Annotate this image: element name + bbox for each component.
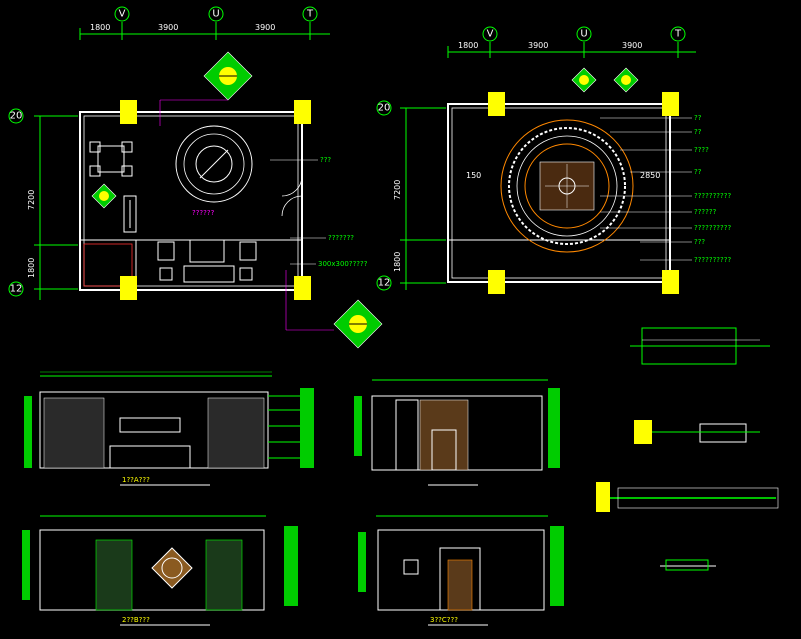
detail-sections xyxy=(596,327,779,571)
svg-text:V: V xyxy=(487,29,494,40)
index-marker-top xyxy=(203,51,253,101)
index-marker-bottom xyxy=(333,299,383,349)
left-grid-bubble-v: V xyxy=(114,6,130,22)
right-column-tl xyxy=(488,92,505,116)
right-note-2: ?? xyxy=(694,128,702,136)
right-note-4: ?? xyxy=(694,168,702,176)
elevation-c: 2??B??? xyxy=(22,515,298,626)
elevation-c-title: 2??B??? xyxy=(122,616,150,624)
round-dining-table xyxy=(175,125,253,203)
right-dim-side-2: 1800 xyxy=(393,252,402,272)
index-marker-left xyxy=(91,183,117,209)
svg-text:V: V xyxy=(119,9,126,20)
left-dim-side-2: 1800 xyxy=(27,258,36,278)
right-note-5: ?????????? xyxy=(694,192,731,200)
left-grid-bubble-20: 20 xyxy=(8,108,24,124)
right-note-9: ?????????? xyxy=(694,256,731,264)
right-column-bl xyxy=(488,270,505,294)
sofa-set xyxy=(157,239,257,283)
right-note-3: ???? xyxy=(694,146,709,154)
right-dim-top-3: 3900 xyxy=(622,41,642,50)
svg-text:20: 20 xyxy=(378,103,391,114)
ceiling-dome xyxy=(500,119,634,253)
left-dim-top-1: 1800 xyxy=(90,23,110,32)
right-grid-bubble-12: 12 xyxy=(376,275,392,291)
svg-text:T: T xyxy=(674,29,682,40)
left-floor-plan: V U T 20 12 1800 3900 3900 720 xyxy=(8,6,383,349)
ceiling-leader-lines xyxy=(600,117,692,261)
ceiling-dim-150: 150 xyxy=(466,171,481,180)
ceiling-dim: 2850 xyxy=(640,171,660,180)
elevation-d-title: 3??C??? xyxy=(430,616,458,624)
left-column-br xyxy=(294,276,311,300)
right-note-6: ?????? xyxy=(694,208,717,216)
left-grid-bubble-12: 12 xyxy=(8,281,24,297)
right-column-br xyxy=(662,270,679,294)
table-label: ?????? xyxy=(192,209,215,217)
elevation-a-title: 1??A??? xyxy=(122,476,150,484)
left-column-tr xyxy=(294,100,311,124)
right-grid-bubble-u: U xyxy=(576,26,592,42)
left-dim-top-3: 3900 xyxy=(255,23,275,32)
right-grid-bubble-20: 20 xyxy=(376,100,392,116)
right-grid-bubble-v: V xyxy=(482,26,498,42)
elevation-d: 3??C??? xyxy=(358,515,564,626)
left-note-2: ??????? xyxy=(328,234,354,242)
elevation-a: 1??A??? xyxy=(24,371,314,486)
left-grid-bubble-t: T xyxy=(302,6,318,22)
right-note-8: ??? xyxy=(694,238,705,246)
right-dim-top-1: 1800 xyxy=(458,41,478,50)
right-note-7: ?????????? xyxy=(694,224,731,232)
elevation-b xyxy=(354,379,560,486)
svg-text:12: 12 xyxy=(378,278,391,289)
right-dim-side-1: 7200 xyxy=(393,180,402,200)
left-column-tl xyxy=(120,100,137,124)
left-dim-top-2: 3900 xyxy=(158,23,178,32)
left-note-1: ??? xyxy=(320,156,331,164)
left-grid-bubble-u: U xyxy=(208,6,224,22)
svg-text:U: U xyxy=(212,9,219,20)
right-ceiling-plan: V U T 20 12 1800 3900 3900 7200 1800 xyxy=(376,26,731,294)
right-dim-top-2: 3900 xyxy=(528,41,548,50)
svg-text:20: 20 xyxy=(10,111,23,122)
svg-text:U: U xyxy=(580,29,587,40)
svg-text:12: 12 xyxy=(10,284,23,295)
right-note-1: ?? xyxy=(694,114,702,122)
left-note-3: 300x300????? xyxy=(318,260,368,268)
svg-text:T: T xyxy=(306,9,314,20)
right-column-tr xyxy=(662,92,679,116)
left-column-bl xyxy=(120,276,137,300)
right-grid-bubble-t: T xyxy=(670,26,686,42)
square-table xyxy=(89,141,133,177)
left-dim-side-1: 7200 xyxy=(27,190,36,210)
